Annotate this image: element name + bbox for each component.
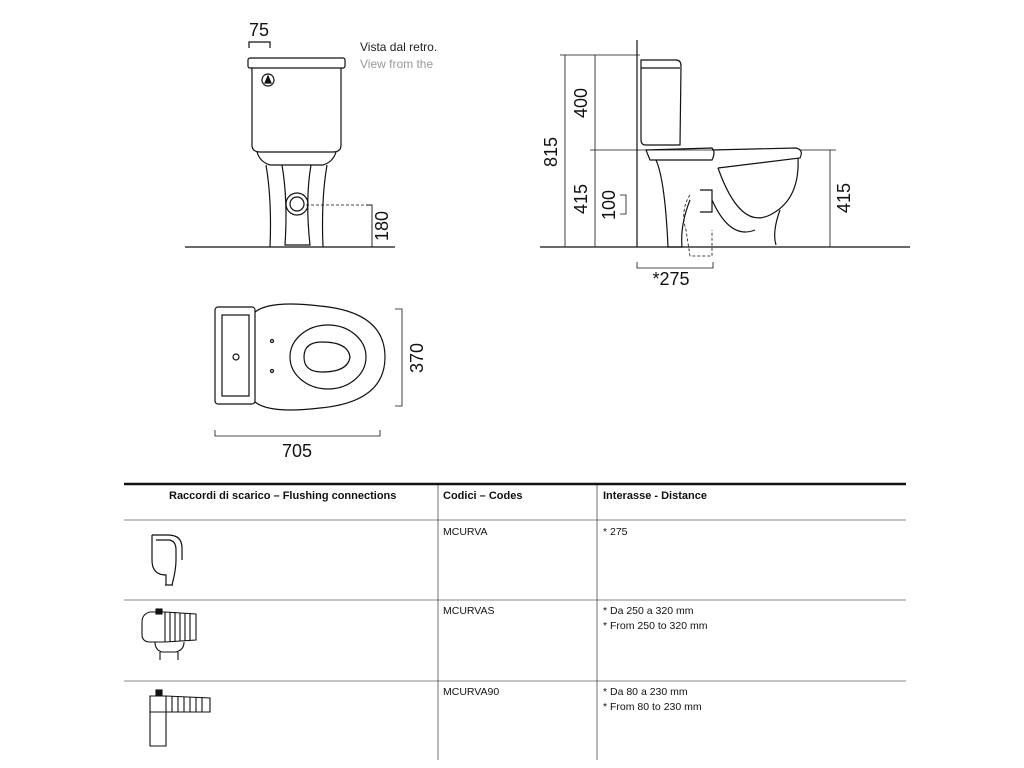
row-2-distance-en: * From 250 to 320 mm <box>603 620 708 632</box>
dim-180-label: 180 <box>372 211 392 241</box>
plan-view-drawing <box>214 303 403 437</box>
dim-275-label: *275 <box>652 269 689 289</box>
caption-english: View from the <box>360 57 433 71</box>
row-1-distance: * 275 <box>603 526 628 538</box>
header-connections: Raccordi di scarico – Flushing connectio… <box>169 490 397 502</box>
dim-370-label: 370 <box>407 343 427 373</box>
row-2-code: MCURVAS <box>443 605 495 617</box>
dim-100-label: 100 <box>599 190 619 220</box>
flexible-s-pipe-icon <box>141 608 197 660</box>
back-view-drawing <box>185 41 395 248</box>
dim-815-label: 815 <box>541 137 561 167</box>
header-distance: Interasse - Distance <box>603 490 707 502</box>
dim-415-right-label: 415 <box>834 183 854 213</box>
row-1-code: MCURVA <box>443 526 488 538</box>
dim-75-label: 75 <box>249 20 269 40</box>
table-grid <box>124 482 906 760</box>
caption-italian: Vista dal retro. <box>360 40 437 54</box>
dim-400-label: 400 <box>571 88 591 118</box>
elbow-pipe-icon <box>151 534 183 586</box>
row-2-distance-it: * Da 250 a 320 mm <box>603 605 694 617</box>
dim-415-label: 415 <box>571 184 591 214</box>
row-3-code: MCURVA90 <box>443 686 500 698</box>
side-view-drawing <box>540 40 910 269</box>
row-3-distance-it: * Da 80 a 230 mm <box>603 686 688 698</box>
flexible-90-pipe-icon <box>149 689 211 747</box>
row-3-distance-en: * From 80 to 230 mm <box>603 701 702 713</box>
header-codes: Codici – Codes <box>443 490 523 502</box>
dim-705-label: 705 <box>282 441 312 461</box>
